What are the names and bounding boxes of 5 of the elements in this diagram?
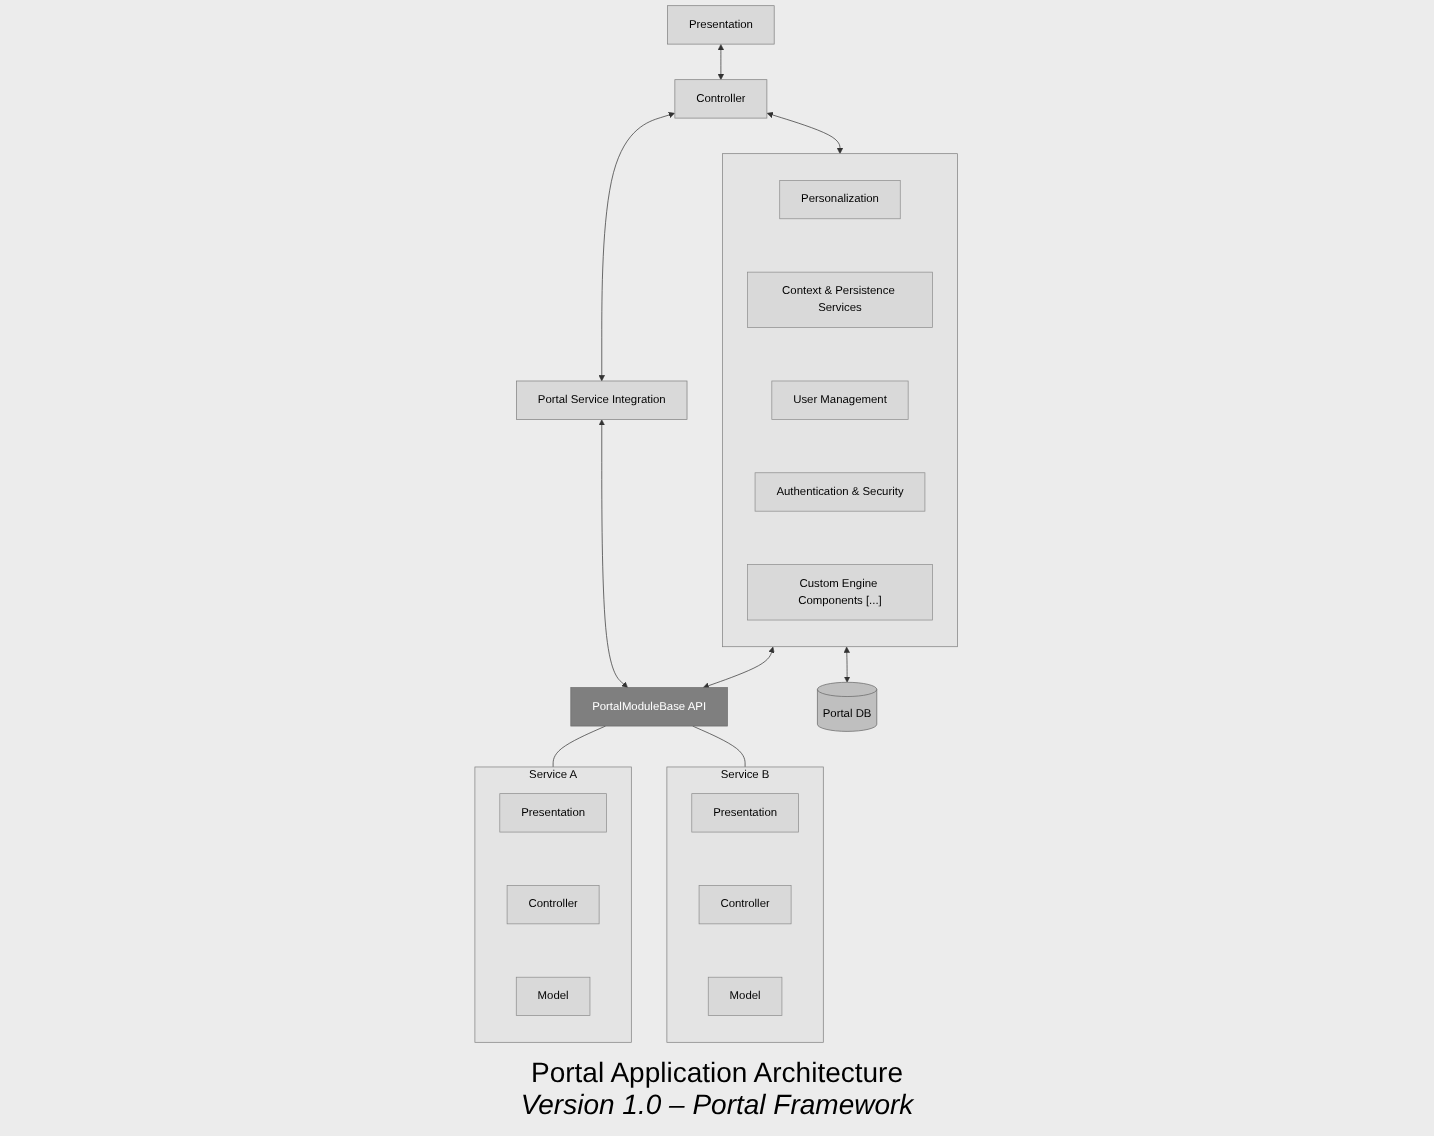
connector (553, 725, 607, 768)
connector (693, 725, 747, 768)
version-note: Version 1.0 – Portal Framework (520, 1088, 914, 1120)
caption: Portal Application Architecture (529, 1056, 905, 1088)
cluster (723, 153, 959, 648)
